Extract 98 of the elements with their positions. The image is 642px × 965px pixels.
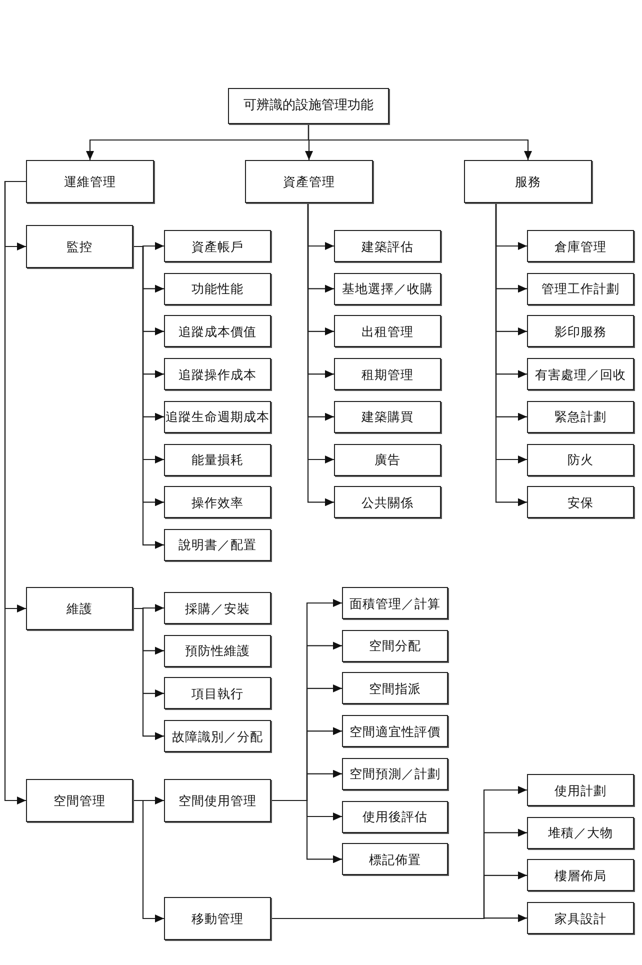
box-label: 服務 [515, 174, 541, 189]
process-box [164, 358, 271, 390]
box-label: 家具設計 [554, 910, 606, 926]
process-box [164, 486, 271, 518]
box-label: 基地選擇／收購 [342, 281, 433, 296]
box-label: 安保 [568, 494, 594, 510]
process-box [527, 774, 634, 806]
process-box [527, 444, 634, 476]
process-box [334, 400, 441, 433]
process-box [527, 400, 634, 433]
process-box [334, 358, 441, 390]
process-box [527, 859, 634, 892]
box-label: 資產管理 [283, 174, 335, 189]
box-label: 功能性能 [192, 281, 244, 296]
box-label: 能量損耗 [192, 452, 244, 467]
process-box [464, 160, 592, 203]
process-box [342, 843, 448, 876]
process-box [342, 715, 448, 748]
process-box [164, 315, 271, 348]
process-box [228, 88, 389, 124]
process-box [164, 528, 271, 561]
box-label: 管理工作計劃 [542, 281, 620, 296]
process-box [342, 758, 448, 790]
connector-arrow [271, 914, 527, 922]
process-box [164, 720, 271, 752]
connector-arrow [308, 124, 532, 160]
box-label: 採購／安裝 [185, 600, 250, 616]
process-box [164, 634, 271, 667]
box-label: 操作效率 [192, 494, 244, 510]
box-label: 倉庫管理 [554, 238, 606, 254]
process-box [334, 315, 441, 348]
process-box [245, 160, 373, 203]
box-label: 說明書／配置 [178, 537, 256, 552]
box-label: 租期管理 [362, 366, 414, 382]
box-label: 運維管理 [64, 174, 116, 189]
connector-arrow [133, 608, 164, 740]
box-label: 項目執行 [192, 686, 244, 701]
box-label: 出租管理 [362, 324, 414, 339]
box-label: 追蹤操作成本 [178, 366, 256, 382]
box-label: 建築購買 [362, 409, 414, 424]
box-label: 標記佈置 [369, 852, 421, 867]
process-box [527, 230, 634, 262]
process-box [334, 230, 441, 262]
box-label: 空間分配 [369, 638, 421, 654]
process-box [342, 630, 448, 662]
process-box [527, 486, 634, 518]
box-label: 廣告 [374, 452, 400, 467]
box-label: 空間適宜性評價 [350, 724, 440, 739]
box-label: 預防性維護 [185, 643, 250, 658]
process-box [342, 672, 448, 704]
box-label: 使用計劃 [554, 782, 606, 798]
box-label: 追蹤成本價值 [178, 324, 256, 339]
box-label: 空間指派 [369, 680, 421, 696]
box-label: 空間管理 [54, 793, 106, 808]
process-box [26, 160, 154, 203]
connector-arrow [271, 800, 342, 864]
process-box [334, 486, 441, 518]
box-label: 空間使用管理 [178, 793, 256, 808]
process-box [164, 444, 271, 476]
box-label: 堆積／大物 [548, 825, 613, 840]
box-label: 維護 [66, 601, 92, 616]
process-box [342, 800, 448, 832]
box-label: 建築評估 [362, 238, 414, 254]
process-box [527, 358, 634, 390]
process-box [164, 897, 271, 940]
connector-arrow [4, 180, 26, 804]
box-label: 樓層佈局 [554, 868, 606, 883]
process-box [164, 779, 271, 822]
box-label: 公共關係 [362, 494, 414, 510]
box-label: 空間預測／計劃 [350, 766, 440, 782]
process-box [334, 444, 441, 476]
process-box [164, 592, 271, 624]
connector-arrow [133, 800, 164, 922]
box-label: 有害處理／回收 [535, 366, 626, 382]
box-label: 可辨識的設施管理功能 [244, 98, 374, 114]
box-label: 面積管理／計算 [350, 596, 440, 610]
process-box [527, 902, 634, 934]
box-label: 移動管理 [192, 911, 244, 926]
box-label: 使用後評估 [362, 809, 428, 824]
process-box [164, 230, 271, 262]
process-box [527, 315, 634, 348]
process-box [527, 272, 634, 305]
process-box [164, 272, 271, 305]
box-label: 監控 [66, 239, 92, 254]
process-box [164, 400, 271, 433]
box-label: 資產帳戶 [192, 238, 244, 254]
box-label: 影印服務 [554, 324, 606, 339]
box-label: 故障識別／分配 [172, 728, 263, 744]
process-box [164, 677, 271, 710]
box-label: 防火 [568, 452, 594, 467]
box-label: 緊急計劃 [554, 409, 606, 424]
process-box [342, 587, 448, 619]
box-label: 追蹤生命週期成本 [166, 409, 270, 424]
process-box [26, 225, 133, 268]
process-box [26, 779, 133, 822]
process-box [527, 816, 634, 849]
process-box [26, 587, 133, 630]
process-box [334, 272, 441, 305]
